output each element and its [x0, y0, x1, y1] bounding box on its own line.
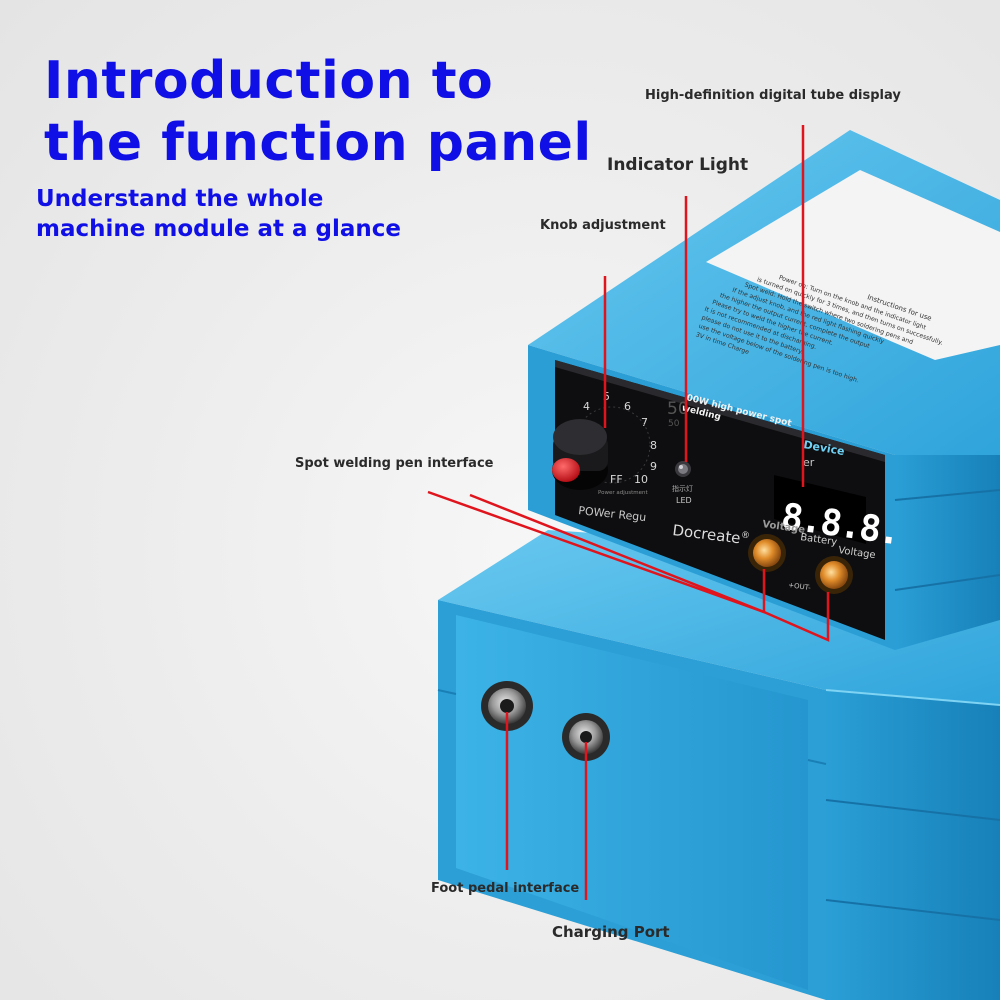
- led-indicator-icon: [675, 461, 691, 477]
- dial-mark: FF: [610, 473, 623, 486]
- pen-callout-line-3: [469, 493, 765, 614]
- foot-pedal-jack[interactable]: [481, 681, 533, 731]
- dial-mark: 10: [634, 473, 648, 486]
- battery-label: Battery: [800, 532, 838, 548]
- voltage-label: Voltage: [838, 545, 877, 561]
- led-cn-label: 指示灯: [672, 484, 693, 493]
- welder-module: Instructions for use Power on: Turn on t…: [528, 130, 1000, 650]
- control-panel: 4 5 6 7 8 9 10 FF Power adjustment: [552, 360, 901, 640]
- dial-mark: 4: [583, 400, 590, 413]
- dial-scale: 4 5 6 7 8 9 10 FF: [583, 390, 657, 486]
- indicator-callout: Indicator Light: [607, 155, 749, 175]
- pedal-callout: Foot pedal interface: [431, 881, 580, 896]
- display-callout: High-definition digital tube display: [645, 88, 901, 103]
- dial-mark: 7: [641, 416, 648, 429]
- model-prefix: 50: [667, 399, 689, 419]
- charging-port-jack[interactable]: [562, 713, 610, 761]
- page-title: Introduction to the function panel: [44, 50, 592, 174]
- pen-callout: Spot welding pen interface: [295, 456, 494, 471]
- dial-mark: 6: [624, 400, 631, 413]
- subtitle-line-1: Understand the whole: [36, 186, 324, 212]
- output-terminal-icon: [748, 534, 786, 572]
- indicator-led: [675, 461, 691, 477]
- knob-icon: [552, 419, 608, 490]
- led-label: LED: [676, 496, 692, 505]
- power-knob[interactable]: [552, 419, 608, 490]
- knob-callout: Knob adjustment: [540, 218, 666, 233]
- dial-mark: 9: [650, 460, 657, 473]
- er-fragment: er: [803, 456, 815, 469]
- out-label: +OUT-: [788, 581, 812, 592]
- output-terminal-icon: [815, 556, 853, 594]
- model-prefix-small: 50: [668, 419, 680, 429]
- title-line-1: Introduction to: [44, 51, 494, 111]
- page-subtitle: Understand the whole machine module at a…: [36, 184, 401, 244]
- subtitle-line-2: machine module at a glance: [36, 216, 401, 242]
- callout-lines: [427, 125, 830, 900]
- dc-jack-icon: [481, 681, 533, 731]
- dc-jack-icon: [562, 713, 610, 761]
- dial-mark: 5: [603, 390, 610, 403]
- dial-mark: 8: [650, 439, 657, 452]
- title-line-2: the function panel: [44, 113, 592, 173]
- power-small-label: Power adjustment: [598, 490, 649, 496]
- output-terminal-negative[interactable]: [815, 556, 853, 594]
- pen-callout-line-2: [763, 592, 830, 642]
- charging-callout: Charging Port: [552, 923, 670, 941]
- output-terminal-positive[interactable]: [748, 534, 786, 572]
